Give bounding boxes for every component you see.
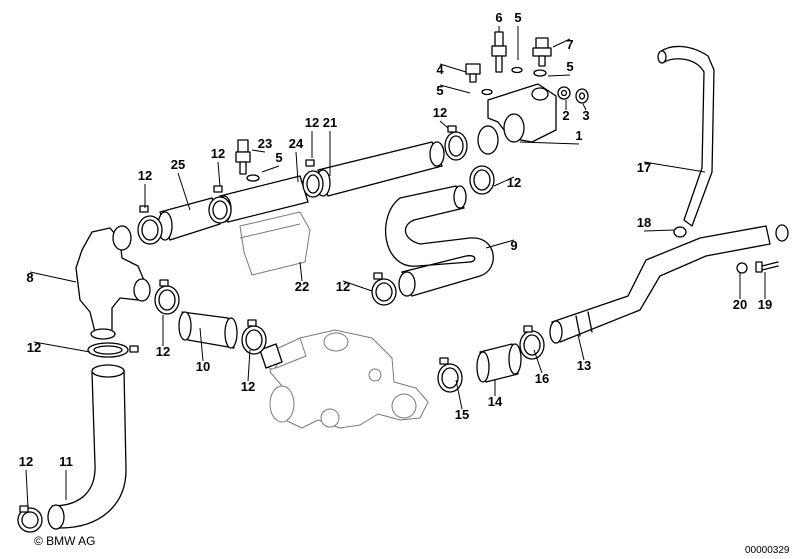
- bolt-19: [736, 261, 779, 274]
- thermostat-housing: [75, 225, 151, 340]
- water-pump: [265, 329, 429, 429]
- callout-c9: 9: [510, 238, 517, 253]
- callout-c12e: 12: [507, 175, 521, 190]
- callout-c3: 3: [582, 108, 589, 123]
- leader-line-c17: [643, 161, 706, 173]
- leader-line-c12d: [439, 120, 449, 129]
- callout-c17: 17: [637, 160, 651, 175]
- leader-line-c12j: [25, 469, 29, 509]
- leader-line-c5b: [547, 74, 571, 77]
- leader-line-c9: [485, 239, 515, 249]
- drawing-number: 00000329: [745, 545, 790, 556]
- pipe-13: [549, 225, 771, 344]
- pipe-17: [657, 45, 715, 227]
- callout-c23: 23: [258, 136, 272, 151]
- callout-c15: 15: [455, 407, 469, 422]
- hose-21: [315, 141, 445, 197]
- leader-line-c1: [519, 141, 580, 145]
- callout-c2: 2: [562, 108, 569, 123]
- leader-line-c4: [439, 63, 467, 73]
- sleeve-14: [476, 343, 522, 383]
- callout-c5b: 5: [566, 59, 573, 74]
- leader-line-c8: [29, 271, 77, 283]
- callout-c6: 6: [495, 10, 502, 25]
- leader-line-c13: [577, 334, 585, 361]
- callout-c12g: 12: [156, 344, 170, 359]
- hose-clamps: [17, 125, 789, 533]
- callout-c5d: 5: [275, 150, 282, 165]
- washers: [246, 66, 589, 182]
- callout-c12j: 12: [19, 454, 33, 469]
- callout-c20: 20: [733, 297, 747, 312]
- callout-c25: 25: [171, 157, 185, 172]
- callout-c10: 10: [196, 359, 210, 374]
- callout-c19: 19: [758, 297, 772, 312]
- callout-c12b: 12: [211, 146, 225, 161]
- leader-line-c16: [533, 349, 543, 374]
- leader-line-c25: [177, 172, 191, 211]
- leader-line-c10: [199, 327, 204, 362]
- leader-line-c18: [643, 229, 675, 232]
- leader-line-c12h: [247, 349, 251, 382]
- callout-c1: 1: [575, 128, 582, 143]
- hose-11: [47, 364, 127, 530]
- callout-c12a: 12: [138, 168, 152, 183]
- callout-c12c: 12: [305, 115, 319, 130]
- callout-c12i: 12: [27, 340, 41, 355]
- leader-line-c12f: [342, 280, 373, 292]
- sensor-6: [491, 31, 507, 73]
- callout-c8: 8: [26, 270, 33, 285]
- leader-line-c23: [251, 149, 266, 153]
- pipe-thermostat: [259, 343, 283, 369]
- hose-9: [385, 185, 494, 297]
- leader-line-c12i: [33, 341, 91, 353]
- plug-4: [465, 63, 481, 83]
- leader-line-c5d: [261, 165, 280, 173]
- callout-c14: 14: [488, 394, 503, 409]
- leader-line-c7: [552, 38, 571, 48]
- callout-c4: 4: [436, 62, 444, 77]
- callout-c22: 22: [295, 279, 309, 294]
- heat-shield: [239, 211, 311, 276]
- leader-line-c5c: [439, 84, 471, 94]
- callout-c11: 11: [59, 454, 73, 469]
- callout-c12f: 12: [336, 279, 350, 294]
- sensor-7: [532, 37, 552, 67]
- callout-c16: 16: [535, 371, 549, 386]
- callout-c21: 21: [323, 115, 337, 130]
- sensor-housing: [477, 83, 557, 155]
- callout-c12h: 12: [241, 379, 255, 394]
- bmw-logo-text: © BMW AG: [34, 534, 96, 548]
- callout-c5a: 5: [514, 10, 521, 25]
- callout-c12d: 12: [433, 105, 447, 120]
- leader-line-c22: [299, 261, 303, 282]
- callout-c24: 24: [289, 136, 304, 151]
- callout-c5c: 5: [436, 83, 443, 98]
- callout-c13: 13: [577, 358, 591, 373]
- sensor-23: [235, 139, 251, 175]
- sleeve-10: [178, 311, 238, 349]
- leader-line-c12e: [493, 176, 515, 187]
- leader-line-c15: [455, 379, 463, 410]
- leader-line-c3: [582, 103, 587, 111]
- leader-line-c24: [295, 151, 299, 183]
- callout-c18: 18: [637, 215, 651, 230]
- leader-line-c12b: [217, 161, 221, 187]
- callout-c7: 7: [566, 37, 573, 52]
